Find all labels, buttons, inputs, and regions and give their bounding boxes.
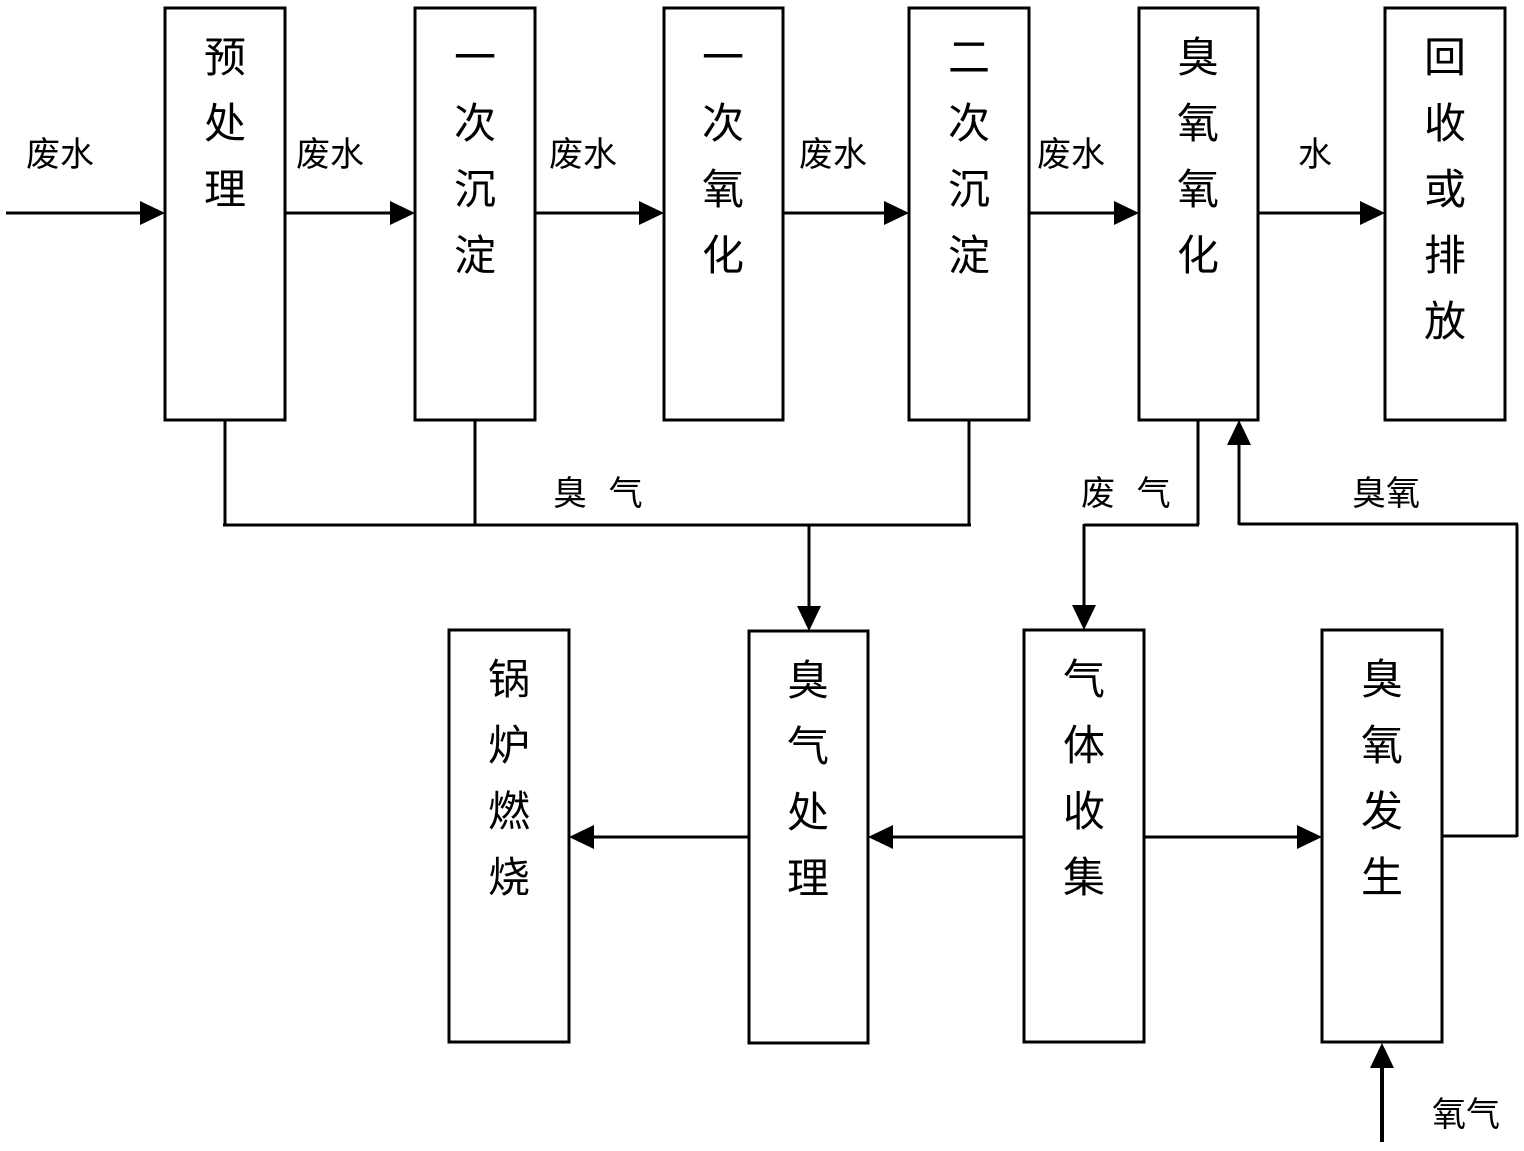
primary-oxidation-box: 一 次 氧 化 bbox=[662, 6, 785, 422]
arrow-to-odor-treatment bbox=[868, 825, 1024, 849]
odor-treatment-char: 处 bbox=[787, 788, 829, 837]
primary-oxidation-char: 氧 bbox=[702, 165, 744, 214]
primary-oxidation-char: 化 bbox=[702, 231, 744, 280]
odor-treatment-box: 臭 气 处 理 bbox=[747, 629, 870, 1045]
arrow-to-primary-oxidation bbox=[535, 201, 664, 225]
ozone-oxidation-char: 氧 bbox=[1177, 99, 1219, 148]
arrow-to-ozone-oxidation bbox=[1029, 201, 1139, 225]
ozone-return-line bbox=[1227, 420, 1519, 838]
boiler-combustion-char: 燃 bbox=[488, 787, 530, 836]
label-wastewater-4: 废水 bbox=[1037, 135, 1105, 175]
recycle-discharge-char: 放 bbox=[1424, 297, 1466, 346]
ozone-generation-box: 臭 氧 发 生 bbox=[1320, 628, 1444, 1044]
pretreatment-char: 处 bbox=[204, 99, 246, 148]
ozone-generation-char: 氧 bbox=[1361, 721, 1403, 770]
secondary-settling-box: 二 次 沉 淀 bbox=[907, 6, 1031, 422]
primary-settling-char: 一 bbox=[454, 33, 496, 82]
arrow-to-boiler-combustion bbox=[569, 825, 749, 849]
odor-treatment-char: 理 bbox=[787, 854, 829, 903]
secondary-settling-char: 次 bbox=[948, 99, 990, 148]
secondary-settling-char: 二 bbox=[948, 33, 990, 82]
primary-settling-char: 淀 bbox=[454, 231, 496, 280]
label-water: 水 bbox=[1298, 135, 1332, 175]
label-wastewater-2: 废水 bbox=[549, 135, 617, 175]
ozone-generation-char: 臭 bbox=[1361, 655, 1403, 704]
recycle-discharge-char: 收 bbox=[1424, 99, 1466, 148]
ozone-generation-char: 生 bbox=[1361, 853, 1403, 902]
boiler-combustion-char: 炉 bbox=[488, 721, 530, 770]
ozone-oxidation-char: 臭 bbox=[1177, 33, 1219, 82]
ozone-oxidation-char: 化 bbox=[1177, 231, 1219, 280]
label-ozone: 臭氧 bbox=[1352, 474, 1420, 514]
recycle-discharge-char: 回 bbox=[1424, 33, 1466, 82]
primary-oxidation-char: 一 bbox=[702, 33, 744, 82]
boiler-combustion-char: 烧 bbox=[488, 853, 530, 902]
arrow-to-recycle-discharge bbox=[1258, 201, 1385, 225]
arrow-to-primary-settling bbox=[285, 201, 415, 225]
odor-treatment-char: 臭 bbox=[787, 656, 829, 705]
ozone-generation-char: 发 bbox=[1361, 787, 1403, 836]
arrow-to-ozone-generation bbox=[1144, 825, 1322, 849]
odor-gas-collection-lines bbox=[223, 420, 971, 631]
secondary-settling-char: 淀 bbox=[948, 231, 990, 280]
label-wastewater-in: 废水 bbox=[26, 135, 94, 175]
gas-collection-char: 集 bbox=[1063, 853, 1105, 902]
ozone-oxidation-char: 氧 bbox=[1177, 165, 1219, 214]
label-wastewater-3: 废水 bbox=[799, 135, 867, 175]
arrow-oxygen-in bbox=[1370, 1043, 1394, 1142]
primary-oxidation-char: 次 bbox=[702, 99, 744, 148]
label-waste-gas: 废 气 bbox=[1081, 474, 1171, 514]
recycle-discharge-char: 排 bbox=[1424, 231, 1466, 280]
ozone-oxidation-box: 臭 氧 氧 化 bbox=[1137, 6, 1260, 422]
recycle-discharge-char: 或 bbox=[1424, 165, 1466, 214]
pretreatment-char: 理 bbox=[204, 165, 246, 214]
gas-collection-box: 气 体 收 集 bbox=[1022, 628, 1146, 1044]
odor-treatment-char: 气 bbox=[787, 722, 829, 771]
primary-settling-char: 沉 bbox=[454, 165, 496, 214]
gas-collection-char: 收 bbox=[1063, 787, 1105, 836]
primary-settling-box: 一 次 沉 淀 bbox=[413, 6, 537, 422]
boiler-combustion-char: 锅 bbox=[488, 655, 530, 704]
gas-collection-char: 气 bbox=[1063, 655, 1105, 704]
label-wastewater-1: 废水 bbox=[296, 135, 364, 175]
secondary-settling-char: 沉 bbox=[948, 165, 990, 214]
recycle-discharge-box: 回 收 或 排 放 bbox=[1383, 6, 1507, 422]
waste-gas-line bbox=[1072, 420, 1200, 630]
arrow-to-secondary-settling bbox=[783, 201, 909, 225]
pretreatment-char: 预 bbox=[204, 33, 246, 82]
label-odor-gas: 臭 气 bbox=[553, 474, 643, 514]
boiler-combustion-box: 锅 炉 燃 烧 bbox=[447, 628, 571, 1044]
gas-collection-char: 体 bbox=[1063, 721, 1105, 770]
label-oxygen: 氧气 bbox=[1432, 1095, 1500, 1135]
primary-settling-char: 次 bbox=[454, 99, 496, 148]
pretreatment-box: 预 处 理 bbox=[163, 6, 287, 422]
arrow-wastewater-in bbox=[6, 201, 165, 225]
